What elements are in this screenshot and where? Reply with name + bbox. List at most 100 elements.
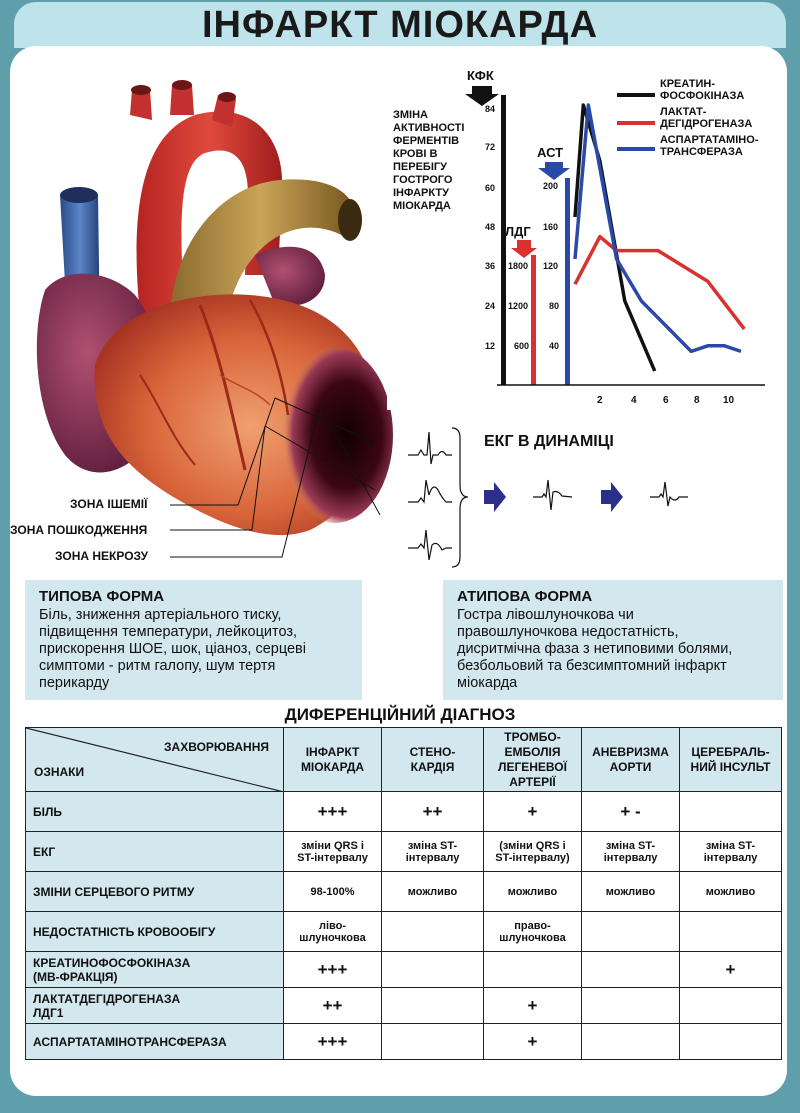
diff-value-line: ++	[322, 995, 343, 1015]
diff-value-line: +	[527, 801, 538, 821]
ldg-tick: 1200	[508, 301, 528, 311]
diff-value-cell: + -	[581, 791, 680, 832]
chart-title-line: ГОСТРОГО	[393, 174, 453, 186]
diff-column-header-line: ТРОМБО-	[504, 729, 561, 744]
kfk-tick: 84	[485, 104, 495, 114]
atypical-line: безбольовий та безсимптомний інфаркт	[457, 658, 727, 674]
ecg-trace-stage3	[650, 481, 688, 507]
diff-value-cell: +++	[283, 1023, 382, 1060]
diff-value-cell: можливо	[679, 871, 782, 912]
legend-ldh-line: ЛАКТАТ-	[660, 106, 707, 118]
chart-title-line: ПЕРЕБІГУ	[393, 161, 447, 173]
diff-value-line: можливо	[507, 885, 558, 898]
arrow-right-icon	[484, 482, 506, 512]
kfk-axis	[501, 95, 506, 385]
diff-value-cell: ліво-шлуночкова	[283, 911, 382, 952]
diff-sign-cell: КРЕАТИНОФОСФОКІНАЗА(МВ-ФРАКЦІЯ)	[25, 951, 284, 988]
diff-value-line: можливо	[705, 885, 756, 898]
diff-column-header-line: АОРТИ	[609, 759, 652, 774]
diff-value-line: інтервалу	[703, 851, 758, 864]
legend-ck-line: ФОСФОКІНАЗА	[660, 90, 744, 102]
diff-row: АСПАРТАТАМІНОТРАНСФЕРАЗА++++	[25, 1023, 782, 1060]
diff-column-header-line: ІНФАРКТ	[305, 744, 360, 759]
ecg-panel	[400, 420, 785, 575]
ldg-arrow	[511, 240, 537, 258]
typical-line: перикарду	[39, 675, 110, 691]
typical-form-title: ТИПОВА ФОРМА	[39, 588, 165, 605]
diff-value-cell: 98-100%	[283, 871, 382, 912]
diff-column-header-line: ЦЕРЕБРАЛЬ-	[691, 744, 770, 759]
ecg-trace-acute	[408, 479, 452, 504]
diff-sign-cell: НЕДОСТАТНІСТЬ КРОВООБІГУ	[25, 911, 284, 952]
chart-title-line: МІОКАРДА	[393, 200, 451, 212]
ast-tick: 200	[543, 181, 558, 191]
chart-title-line: ФЕРМЕНТІВ	[393, 135, 459, 147]
chart-title-line: КРОВІ В	[393, 148, 438, 160]
legend-ast-line: АСПАРТАТАМІНО-	[660, 134, 759, 146]
diff-value-cell: зміна ST-інтервалу	[679, 831, 782, 872]
kfk-arrow	[465, 86, 499, 106]
diff-sign-line: КРЕАТИНОФОСФОКІНАЗА	[33, 955, 191, 970]
x-tick: 10	[723, 395, 735, 406]
typical-form-text: Біль, зниження артеріального тиску, підв…	[39, 607, 348, 692]
ast-tick: 120	[543, 261, 558, 271]
zone-ischemia-label: ЗОНА ІШЕМІЇ	[70, 497, 148, 511]
ast-arrow	[538, 162, 570, 180]
diff-value-cell: право-шлуночкова	[483, 911, 582, 952]
diff-sign-line: ЛДГ1	[33, 1005, 64, 1020]
diff-value-cell	[679, 791, 782, 832]
diff-value-cell	[381, 1023, 484, 1060]
diff-value-cell: зміна ST-інтервалу	[381, 831, 484, 872]
diff-value-line: +++	[317, 801, 348, 821]
ecg-title: ЕКГ В ДИНАМІЦІ	[484, 433, 614, 450]
ast-tick: 160	[543, 222, 558, 232]
diff-corner-cell: ЗАХВОРЮВАННЯ ОЗНАКИ	[25, 727, 284, 792]
diff-column-header: СТЕНО-КАРДІЯ	[381, 727, 484, 792]
atypical-line: Гостра лівошлуночкова чи	[457, 607, 634, 623]
diff-value-line: шлуночкова	[499, 931, 566, 944]
diff-column-header-line: ЛЕГЕНЕВОЇ	[498, 759, 567, 774]
kfk-ticks: 84 72 60 48 36 24 12	[485, 104, 495, 351]
series-layer	[573, 103, 746, 372]
diff-value-line: можливо	[605, 885, 656, 898]
diff-column-header-line: СТЕНО-	[409, 744, 456, 759]
diff-value-cell	[381, 911, 484, 952]
atypical-form-title: АТИПОВА ФОРМА	[457, 588, 593, 605]
x-ticks: 2 4 6 8 10	[597, 395, 735, 406]
arrow-right-icon	[601, 482, 623, 512]
series-line-1	[573, 234, 746, 331]
diff-sign-line: ЕКГ	[33, 844, 56, 859]
legend-ldh-label: ЛАКТАТ-ДЕГІДРОГЕНАЗА	[660, 106, 752, 130]
zone-damage-label: ЗОНА ПОШКОДЖЕННЯ	[10, 523, 148, 537]
typical-form-box: ТИПОВА ФОРМА Біль, зниження артеріальног…	[25, 580, 362, 700]
diff-value-cell: можливо	[581, 871, 680, 912]
ast-tick: 40	[549, 341, 559, 351]
ecg-trace-normal	[408, 431, 452, 465]
diff-row: БІЛЬ+++++++ -	[25, 791, 782, 832]
kfk-tick: 24	[485, 301, 495, 311]
atypical-line: правошлуночкова недостатність,	[457, 624, 679, 640]
diff-value-line: +++	[317, 1031, 348, 1051]
diff-sign-line: ЛАКТАТДЕГІДРОГЕНАЗА	[33, 991, 181, 1006]
diff-corner-diagonal	[26, 728, 284, 792]
title-bar: ІНФАРКТ МІОКАРДА	[14, 2, 786, 48]
diff-value-line: зміна ST-	[705, 839, 756, 852]
kfk-tick: 60	[485, 183, 495, 193]
diff-value-line: інтервалу	[405, 851, 460, 864]
x-tick: 4	[631, 395, 637, 406]
diff-column-header: ЦЕРЕБРАЛЬ-НИЙ ІНСУЛЬТ	[679, 727, 782, 792]
poster-title: ІНФАРКТ МІОКАРДА	[201, 3, 599, 46]
chart-title-line: ІНФАРКТУ	[393, 187, 449, 199]
ldg-tick: 1800	[508, 261, 528, 271]
enzyme-chart: ЗМІНА АКТИВНОСТІ ФЕРМЕНТІВ КРОВІ В ПЕРЕБ…	[387, 60, 782, 410]
diff-value-line: 98-100%	[310, 885, 355, 898]
heart-illustration	[36, 80, 393, 558]
